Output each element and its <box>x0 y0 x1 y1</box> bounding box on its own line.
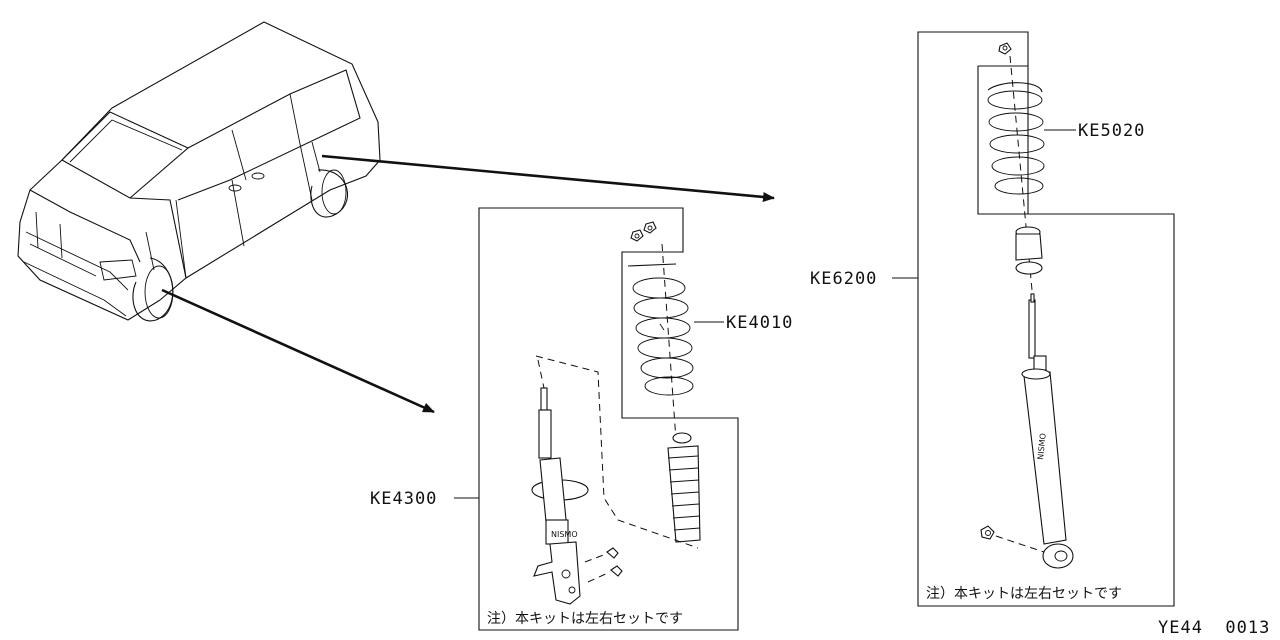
rear-coil-spring <box>987 82 1045 195</box>
front-bolts <box>584 547 623 583</box>
van-illustration <box>17 21 381 322</box>
rear-kit-note: 注）本キットは左右セットです <box>926 586 1122 602</box>
figure-code: YE44 0013 <box>1158 618 1270 638</box>
label-front-spring: KE4010 <box>726 313 793 333</box>
rear-shock-absorber: NISMO <box>1021 293 1074 569</box>
arrow-to-rear <box>321 154 775 202</box>
front-strut: NISMO <box>531 387 589 605</box>
rear-suspension-group: NISMO <box>917 31 1175 607</box>
front-coil-spring <box>627 263 694 396</box>
rear-bump-stopper <box>1015 226 1043 275</box>
label-rear-shock: KE6200 <box>810 269 877 289</box>
front-kit-note: 注）本キットは左右セットです <box>487 611 683 627</box>
front-suspension-group: NISMO <box>478 207 739 631</box>
front-dust-boot <box>667 432 701 543</box>
label-front-strut: KE4300 <box>370 489 437 509</box>
rear-top-nut <box>998 42 1012 55</box>
front-top-nuts <box>630 221 657 242</box>
front-strut-brand: NISMO <box>551 530 578 539</box>
arrow-to-front <box>161 288 435 414</box>
rear-lower-nut <box>980 525 1045 553</box>
label-rear-spring: KE5020 <box>1078 121 1145 141</box>
rear-shock-brand: NISMO <box>1036 433 1048 460</box>
